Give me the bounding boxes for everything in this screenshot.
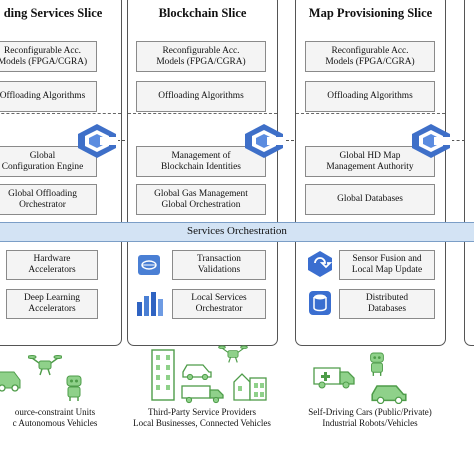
truck-icon: [181, 385, 224, 404]
box-global-offloading-orchestrator: Global Offloading Orchestrator: [0, 184, 97, 215]
box-global-configuration-engine: Global Configuration Engine: [0, 146, 97, 177]
box-reconfigurable-models-3: Reconfigurable Acc. Models (FPGA/CGRA): [305, 41, 435, 72]
slice-separator: [128, 113, 277, 114]
caption-self-driving-cars: Self-Driving Cars (Public/Private) Indus…: [308, 407, 432, 428]
bar-chart-icon: [137, 292, 163, 316]
box-hardware-accelerators: Hardware Accelerators: [6, 250, 98, 280]
box-offloading-algorithms-1: Offloading Algorithms: [0, 81, 97, 112]
ambulance-icon: [313, 367, 355, 389]
car-icon: [182, 364, 212, 380]
slice-title-map: Map Provisioning Slice: [308, 6, 433, 20]
box-reconfigurable-models-1: Reconfigurable Acc. Models (FPGA/CGRA): [0, 41, 97, 72]
box-reconfigurable-models-2: Reconfigurable Acc. Models (FPGA/CGRA): [136, 41, 266, 72]
vehicle-icon: [0, 371, 21, 392]
box-gas-management: Global Gas Management Global Orchestrati…: [136, 184, 266, 215]
cloud-stack-icon: [245, 124, 285, 158]
building-icon: [151, 349, 175, 401]
services-orchestration-band: [0, 222, 474, 242]
robot-icon: [66, 375, 82, 401]
slice-title-blockchain: Blockchain Slice: [158, 6, 247, 20]
storage-icon: [138, 255, 160, 275]
box-distributed-databases: Distributed Databases: [339, 289, 435, 319]
drone-icon: [28, 355, 62, 376]
box-offloading-algorithms-2: Offloading Algorithms: [136, 81, 266, 112]
box-deep-learning-accelerators: Deep Learning Accelerators: [6, 289, 98, 319]
cloud-stack-icon: [412, 124, 452, 158]
slice-separator: [296, 113, 445, 114]
box-transaction-validations: Transaction Validations: [172, 250, 266, 280]
box-sensor-fusion: Sensor Fusion and Local Map Update: [339, 250, 435, 280]
caption-third-party-providers: Third-Party Service Providers Local Busi…: [133, 407, 271, 428]
drone-icon: [218, 345, 248, 363]
cloud-stack-icon: [78, 124, 118, 158]
car-icon: [371, 385, 407, 404]
gpu-icon: [308, 251, 333, 277]
services-orchestration-label: Services Orchestration: [187, 225, 287, 237]
slice-separator: [0, 113, 121, 114]
box-offloading-algorithms-3: Offloading Algorithms: [305, 81, 435, 112]
slice-fourth: [464, 0, 474, 346]
caption-resource-constraint-units: ource-constraint Units c Autonomous Vehi…: [12, 407, 98, 428]
box-global-databases: Global Databases: [305, 184, 435, 215]
box-local-services-orchestrator: Local Services Orchestrator: [172, 289, 266, 319]
database-icon: [309, 291, 331, 315]
robot-icon: [370, 352, 384, 376]
box-hd-map-authority: Global HD Map Management Authority: [305, 146, 435, 177]
building-icon: [233, 373, 267, 401]
slice-title-services: ding Services Slice: [3, 6, 103, 20]
box-blockchain-identities: Management of Blockchain Identities: [136, 146, 266, 177]
